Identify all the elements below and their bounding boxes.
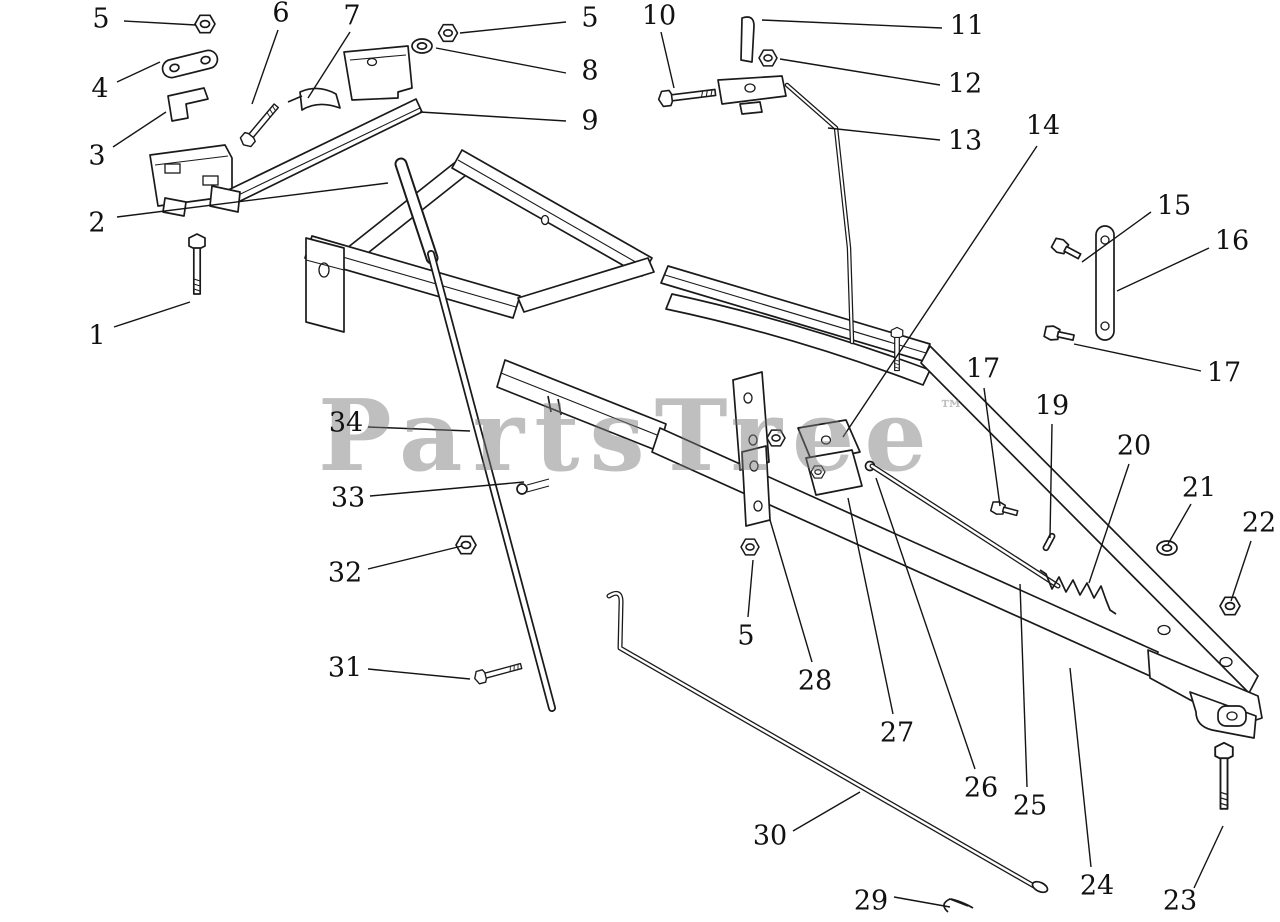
callout-15: 15: [1156, 190, 1192, 222]
callout-29: 29: [853, 885, 889, 917]
callout-13: 13: [947, 125, 983, 157]
callout-27: 27: [879, 717, 915, 749]
callout-6: 6: [272, 0, 290, 29]
callout-17-a: 17: [1206, 357, 1242, 389]
callout-2: 2: [88, 207, 106, 239]
callout-25: 25: [1012, 790, 1048, 822]
frame-assembly: [304, 149, 1263, 739]
callout-10: 10: [641, 0, 677, 32]
callout-4: 4: [91, 73, 109, 105]
callout-8: 8: [581, 55, 599, 87]
spring-part-25: [1039, 569, 1117, 615]
callout-21: 21: [1181, 472, 1217, 504]
strap-part-4: [161, 49, 219, 79]
callout-24: 24: [1079, 870, 1115, 902]
clip-part-3: [167, 87, 209, 122]
watermark-tm-icon: ™: [938, 395, 964, 424]
callout-14: 14: [1025, 110, 1061, 142]
watermark-text: PartsTree: [318, 379, 937, 494]
lift-lever-group: [394, 157, 556, 712]
leader-lines: [112, 19, 1252, 908]
front-bracket-cluster: [149, 14, 459, 295]
callout-19: 19: [1034, 390, 1070, 422]
clip-part-29: [943, 898, 974, 913]
callout-20: 20: [1116, 430, 1152, 462]
callout-30: 30: [752, 820, 788, 852]
callout-26: 26: [963, 772, 999, 804]
callout-17-b: 17: [965, 353, 1001, 385]
lower-rod-group: [606, 590, 1049, 913]
callout-28: 28: [797, 665, 833, 697]
watermark: PartsTree™: [318, 388, 964, 486]
callout-34: 34: [328, 407, 364, 439]
strap-part-16: [1095, 225, 1115, 341]
strap-cluster: [1042, 225, 1115, 346]
callout-12: 12: [947, 68, 983, 100]
callout-3: 3: [88, 140, 106, 172]
callout-5-a: 5: [92, 3, 110, 35]
callout-32: 32: [327, 557, 363, 589]
latch-lever-part-11: [740, 16, 755, 63]
pin-part-19: [1042, 532, 1056, 552]
callout-7: 7: [343, 0, 361, 32]
center-linkage: [740, 326, 1241, 810]
callout-33: 33: [330, 482, 366, 514]
callout-23: 23: [1162, 885, 1198, 917]
callout-22: 22: [1241, 507, 1277, 539]
callout-1: 1: [88, 320, 106, 352]
callout-5-c: 5: [737, 620, 755, 652]
callout-31: 31: [327, 652, 363, 684]
latch-cluster: [656, 16, 855, 345]
callout-11: 11: [949, 10, 985, 42]
callout-16: 16: [1214, 225, 1250, 257]
callout-9: 9: [581, 105, 599, 137]
rod-part-30: [606, 590, 1037, 889]
callout-5-b: 5: [581, 2, 599, 34]
